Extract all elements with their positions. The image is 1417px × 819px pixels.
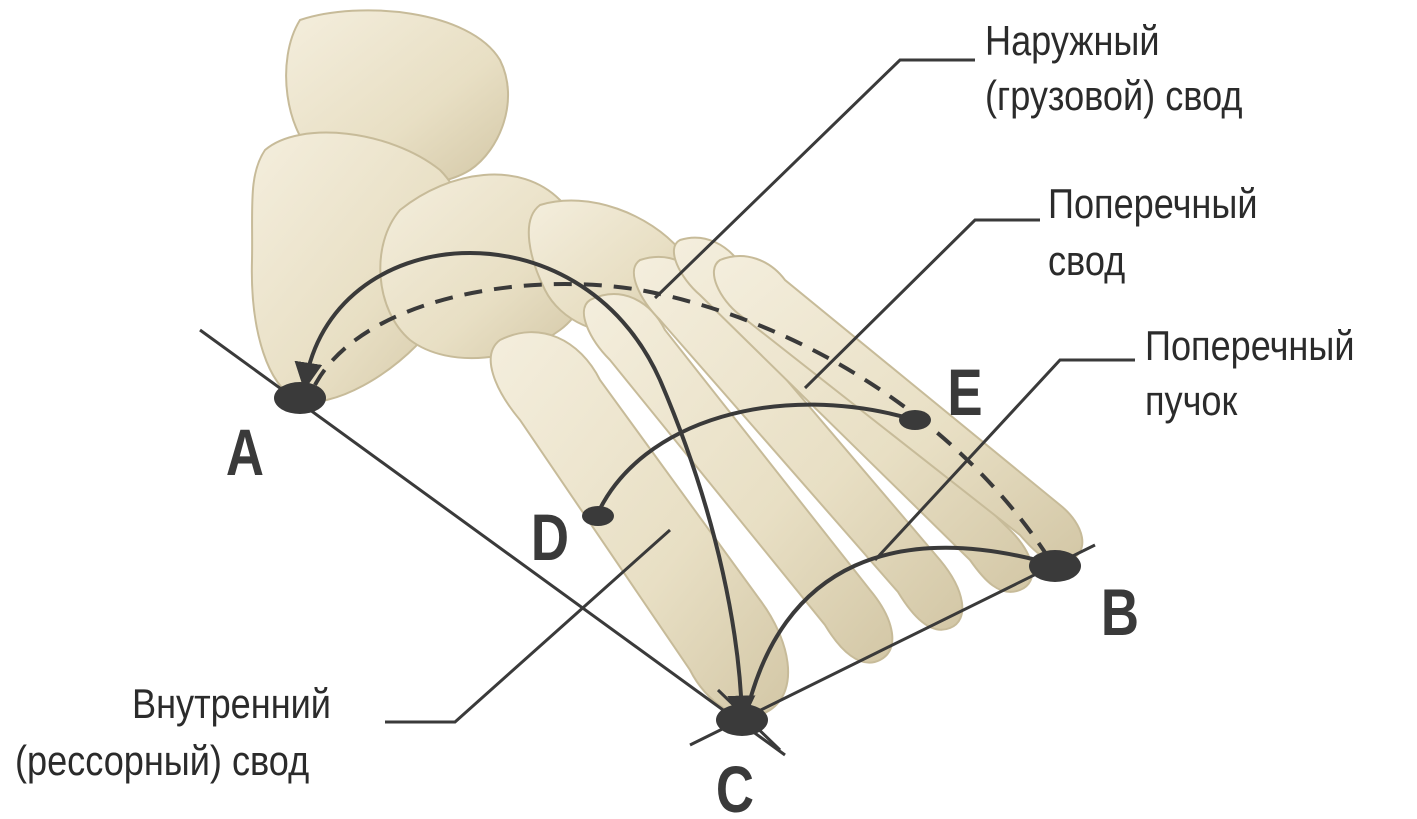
point-e-marker bbox=[899, 410, 931, 430]
point-e-label: E bbox=[947, 355, 982, 429]
point-a-marker bbox=[274, 382, 326, 414]
point-c-marker bbox=[716, 704, 768, 736]
point-b-label: B bbox=[1101, 575, 1139, 649]
transverse-bundle-line1: Поперечный bbox=[1145, 324, 1355, 370]
callout-outer-arch: Наружный (грузовой) свод bbox=[985, 19, 1243, 120]
transverse-arch-line1: Поперечный bbox=[1048, 182, 1258, 228]
callout-inner-arch: Внутренний (рессорный) свод bbox=[15, 682, 331, 785]
outer-arch-line2: (грузовой) свод bbox=[985, 74, 1243, 120]
transverse-bundle-line2: пучок bbox=[1145, 379, 1238, 425]
point-a-label: A bbox=[226, 415, 264, 489]
transverse-arch-line2: свод bbox=[1048, 239, 1125, 285]
point-d-label: D bbox=[531, 500, 569, 574]
point-d-marker bbox=[582, 506, 614, 526]
callout-transverse-bundle: Поперечный пучок bbox=[1145, 324, 1355, 425]
outer-arch-line1: Наружный bbox=[985, 19, 1160, 65]
inner-arch-line1: Внутренний bbox=[132, 682, 331, 728]
callout-transverse-arch: Поперечный свод bbox=[1048, 182, 1258, 285]
point-c-label: C bbox=[716, 752, 754, 819]
point-b-marker bbox=[1029, 550, 1081, 582]
inner-arch-line2: (рессорный) свод bbox=[15, 739, 309, 785]
